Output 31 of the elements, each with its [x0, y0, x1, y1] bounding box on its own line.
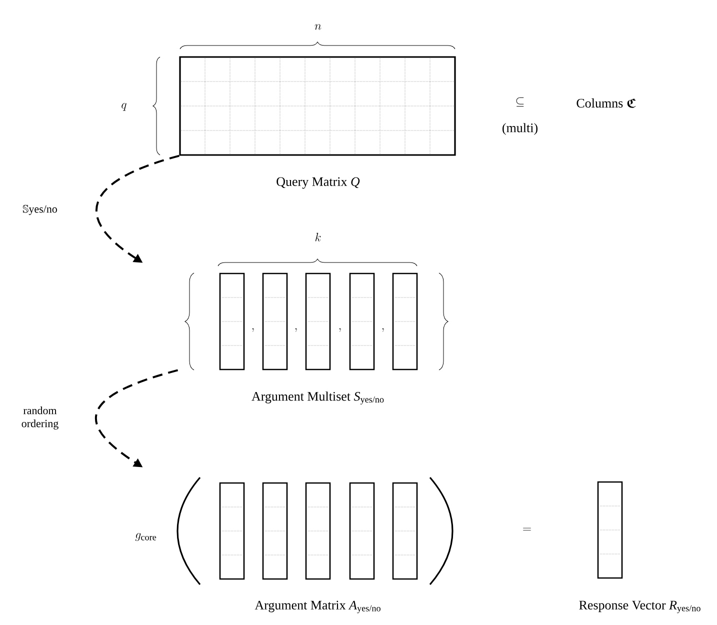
column-vector	[305, 272, 331, 370]
comma: $,$	[252, 328, 254, 332]
edge-label: $\mathbb{S}\text{yes/no}$	[22, 204, 57, 215]
column-vector	[349, 482, 375, 580]
subset-symbol: $\subseteq$	[516, 97, 524, 107]
parentheses: Argument Matrix A$_{yes/no}$	[176, 477, 454, 614]
node-label: Response Vector R$_{yes/no}$	[579, 600, 700, 614]
column-vector	[349, 272, 375, 370]
column-vector: Response Vector R$_{yes/no}$	[579, 481, 700, 614]
equals-sign: $=$	[523, 528, 531, 530]
edge-label: random ordering	[22, 406, 58, 430]
matrix-grid: Query Matrix Q	[179, 56, 456, 189]
column-vector	[262, 482, 288, 580]
dashed-arrow	[96, 154, 180, 263]
column-vector	[392, 482, 418, 580]
column-vector	[392, 272, 418, 370]
comma: $,$	[382, 328, 384, 332]
column-vector	[219, 482, 245, 580]
column-vector	[262, 272, 288, 370]
comma: $,$	[339, 328, 341, 332]
column-vector	[305, 482, 331, 580]
dashed-arrow	[95, 369, 178, 468]
function-label: $g_{\mathrm{core}}$	[135, 533, 156, 541]
node-label: Query Matrix Q	[276, 177, 360, 189]
dimension-label: $n$	[314, 24, 322, 30]
annotation-text: (multi)	[502, 123, 538, 135]
set-label: $\text{Columns }\boldsymbol{\mathfrak{C}}$	[576, 98, 636, 108]
column-vector	[219, 272, 245, 370]
dimension-label: $k$	[315, 232, 321, 242]
comma: $,$	[295, 328, 297, 332]
dimension-label: $q$	[122, 103, 126, 111]
